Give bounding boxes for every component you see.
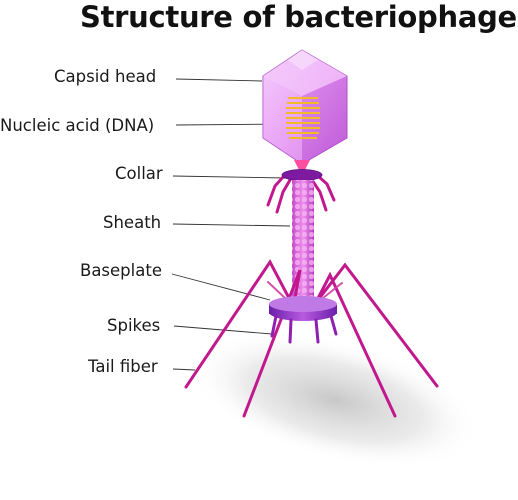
label-baseplate: Baseplate (80, 261, 162, 280)
label-capsid-head: Capsid head (54, 67, 157, 86)
label-sheath: Sheath (103, 213, 162, 232)
label-collar: Collar (115, 164, 163, 183)
leader-baseplate (171, 273, 271, 301)
tail-fibers-thin (267, 281, 343, 299)
baseplate (269, 296, 337, 321)
dna-coil (286, 97, 320, 139)
tail-fibers (184, 259, 439, 418)
leader-capsid (175, 78, 263, 82)
neck (294, 160, 310, 170)
spikes (270, 314, 338, 344)
diagram-title: Structure of bacteriophage (80, 0, 517, 34)
label-spikes: Spikes (107, 316, 161, 335)
label-nucleic-acid: Nucleic acid (DNA) (0, 116, 155, 135)
label-tail-fiber: Tail fiber (88, 357, 158, 376)
leader-sheath (172, 223, 291, 227)
collar-whiskers (266, 174, 336, 214)
leader-collar (172, 175, 287, 179)
collar (281, 169, 323, 181)
sheath (292, 180, 314, 298)
